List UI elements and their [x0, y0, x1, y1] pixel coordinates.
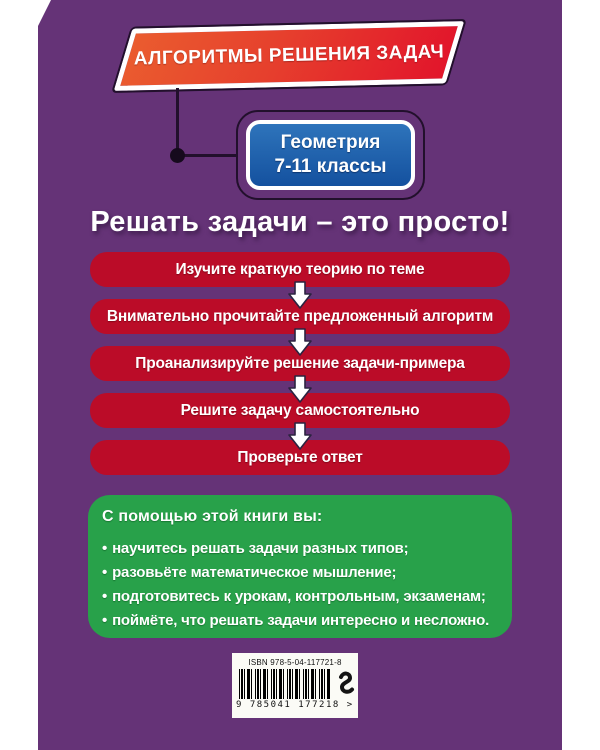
publisher-logo-icon — [336, 671, 356, 697]
bullet-icon: • — [102, 564, 108, 581]
benefit-item: • научитесь решать задачи разных типов; — [102, 537, 498, 561]
page-heading: Решать задачи – это просто! — [90, 206, 510, 238]
bullet-icon: • — [102, 588, 108, 605]
arrow-down-icon — [288, 422, 312, 450]
barcode-number: 9 785041 177218 > — [236, 700, 354, 710]
arrow-down-icon — [288, 375, 312, 403]
benefit-text: поймёте, что решать задачи интересно и н… — [112, 612, 490, 629]
arrow-down-icon — [288, 328, 312, 356]
series-banner: АЛГОРИТМЫ РЕШЕНИЯ ЗАДАЧ — [111, 18, 467, 94]
benefit-text: подготовитесь к урокам, контрольным, экз… — [112, 588, 486, 605]
bullet-icon: • — [102, 540, 108, 557]
barcode-row — [232, 669, 358, 699]
benefit-item: • подготовитесь к урокам, контрольным, э… — [102, 585, 498, 609]
subject-badge: Геометрия 7-11 классы — [236, 110, 425, 200]
connector-line-horizontal — [177, 154, 238, 157]
isbn-text: ISBN 978-5-04-117721-8 — [248, 658, 342, 667]
step-bar: Проанализируйте решение задачи-примера — [90, 346, 510, 381]
benefits-title: С помощью этой книги вы: — [102, 508, 323, 525]
benefit-text: разовьёте математическое мышление; — [112, 564, 397, 581]
arrow-down-icon — [288, 281, 312, 309]
barcode — [239, 669, 331, 699]
connector-line-vertical — [176, 88, 179, 156]
step-bar: Проверьте ответ — [90, 440, 510, 475]
subject-badge-inner: Геометрия 7-11 классы — [246, 120, 415, 190]
step-bar: Изучите краткую теорию по теме — [90, 252, 510, 287]
bullet-icon: • — [102, 612, 108, 629]
barcode-panel: ISBN 978-5-04-117721-8 9 785041 177218 > — [232, 653, 358, 718]
step-bar: Решите задачу самостоятельно — [90, 393, 510, 428]
benefits-panel: С помощью этой книги вы: • научитесь реш… — [88, 495, 512, 638]
book-back-cover: АЛГОРИТМЫ РЕШЕНИЯ ЗАДАЧ Геометрия 7-11 к… — [38, 0, 562, 750]
benefit-item: • поймёте, что решать задачи интересно и… — [102, 609, 498, 633]
benefit-item: • разовьёте математическое мышление; — [102, 561, 498, 585]
subject-badge-line1: Геометрия — [280, 132, 381, 153]
connector-dot — [170, 148, 185, 163]
subject-badge-line2: 7-11 классы — [274, 156, 387, 177]
benefit-text: научитесь решать задачи разных типов; — [112, 540, 409, 557]
series-banner-label: АЛГОРИТМЫ РЕШЕНИЯ ЗАДАЧ — [133, 41, 445, 70]
